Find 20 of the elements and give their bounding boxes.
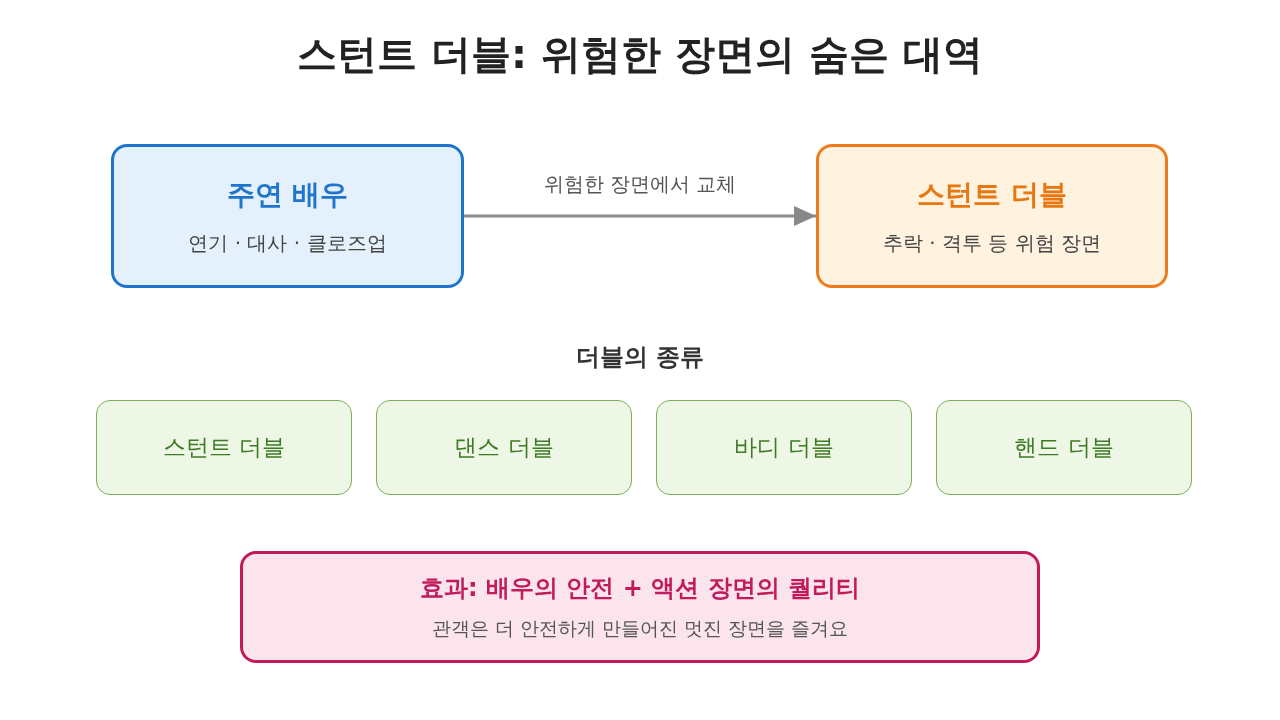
rounded-box: [240, 551, 1040, 663]
box-heading: 주연 배우: [226, 176, 349, 213]
section-heading: 더블의 종류: [575, 342, 705, 373]
box-text: 연기 · 대사 · 클로즈업: [188, 229, 387, 257]
box-text: 관객은 더 안전하게 만들어진 멋진 장면을 즐겨요: [431, 616, 849, 641]
box-heading: 댄스 더블: [454, 433, 554, 462]
rounded-box: [656, 400, 912, 495]
title: 스턴트 더블: 위험한 장면의 숨은 대역: [297, 30, 983, 79]
box-heading: 스턴트 더블: [917, 176, 1067, 213]
rounded-box: [96, 400, 352, 495]
rounded-box: [936, 400, 1192, 495]
rounded-box: [111, 144, 464, 288]
box-heading: 효과: 배우의 안전 + 액션 장면의 퀄리티: [420, 573, 860, 604]
box-heading: 바디 더블: [734, 433, 834, 462]
rounded-box: [376, 400, 632, 495]
arrow: [464, 206, 816, 226]
rounded-box: [816, 144, 1168, 288]
box-text: 추락 · 격투 등 위험 장면: [882, 229, 1102, 257]
box-heading: 스턴트 더블: [162, 433, 286, 462]
box-heading: 핸드 더블: [1014, 433, 1114, 462]
